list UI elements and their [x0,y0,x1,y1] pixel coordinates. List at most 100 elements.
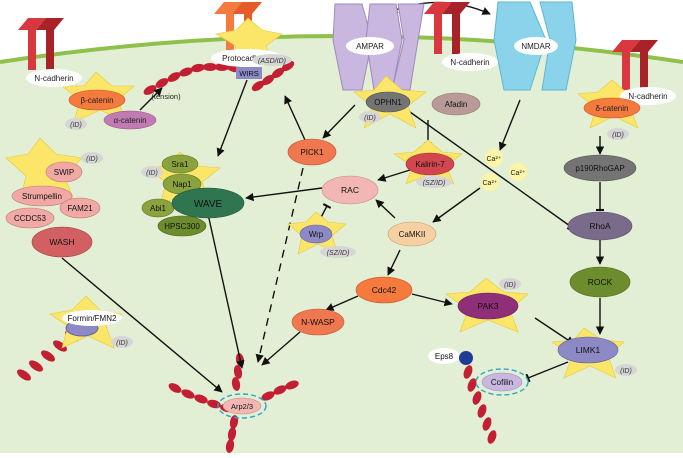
pak3-node [457,292,519,320]
ccdc53-node [5,207,55,229]
protocadherin-label: Protocadherin [222,54,272,63]
ncadherin-left-label: N-cadherin [34,74,73,83]
wave-node [171,187,245,219]
pick1-node [287,138,337,166]
eps8-cap [459,351,473,365]
svg-text:(ID): (ID) [116,340,128,347]
svg-text:(ID): (ID) [620,368,632,375]
wave-label: WAVE [194,199,223,210]
svg-text:(ID): (ID) [86,156,98,163]
svg-text:(ASD/ID): (ASD/ID) [258,58,286,65]
limk1-node [557,336,619,364]
arp23-node [222,397,262,415]
actin-filaments [17,60,497,453]
swip-label: SWIP [54,168,74,177]
rhoa-label: RhoA [589,221,611,231]
n-wasp-node [291,308,345,336]
delta-catenin-label: δ-catenin [596,104,629,113]
formin-label: Formin/FMN2 [68,314,117,323]
rac-label: RAC [341,185,359,195]
strumpellin-label: Strumpellin [22,192,62,201]
id-badges: (ID) (ASD/ID) (ID) (ID) (ID) (ID) (SZ/ID… [65,54,637,376]
arrow-pick1-arp-dashed [255,167,304,363]
nmdar-label-bg [514,37,558,55]
arrow-pick1-protocadherin [284,95,306,141]
eps8-label: Eps8 [435,352,454,361]
kalirin7-label: Kalirin-7 [415,160,445,169]
arrow-camkii-cdc42 [387,249,401,276]
arrow-ophn1-rhoa-inhibit [409,111,574,231]
rock-node [569,266,631,298]
svg-text:(SZ/ID): (SZ/ID) [423,180,446,187]
alpha-catenin-node [103,110,157,130]
calcium-ions: Ca²⁺ Ca²⁺ Ca²⁺ [481,149,527,191]
arrow-kalirin-rac [377,169,411,182]
svg-text:(ID): (ID) [504,282,516,289]
wrp-node [299,224,333,244]
limk1-label: LIMK1 [576,345,601,355]
wash-label: WASH [49,237,74,247]
svg-text:Ca²⁺: Ca²⁺ [511,170,526,177]
rhoa-node [567,211,633,241]
abi1-label: Abi1 [150,204,167,213]
arp23-label: Arp2/3 [231,402,253,411]
arp23-dashed-ring [217,393,267,419]
ophn1-label: OPHN1 [374,98,402,107]
nap1-label: Nap1 [172,180,192,189]
p190rhogap-label: p190RhoGAP [575,164,624,173]
arrow-wash-arp [61,257,223,393]
ncadherin-left [18,18,64,70]
strumpellin-node [11,185,73,207]
svg-text:(ID): (ID) [146,170,158,177]
wirs-label: WIRS [239,69,259,78]
camkii-node [387,221,437,247]
beta-catenin-node [68,89,126,111]
sra1-node [161,154,199,174]
hpsc300-node [157,215,207,237]
cofilin-label: Cofilin [491,378,513,387]
svg-text:(ID): (ID) [364,115,376,122]
cdc42-label: Cdc42 [372,285,397,295]
arrow-nwasp-arp [261,331,301,366]
arrow-nmdar-ca [498,99,521,151]
cofilin-node [481,372,523,392]
ampar-label: AMPAR [356,42,384,51]
actin-filament-arp-right [261,380,299,401]
delta-catenin-node [583,97,641,119]
ncadherin-middle [424,2,470,54]
ophn1-node [365,91,411,113]
arrow-ophn1-pick1 [322,104,356,139]
arrow-ca-camkii [432,187,481,223]
alpha-catenin-label: α-catenin [113,116,146,125]
ncadherin-middle-label-bg [442,53,498,71]
sra1-label: Sra1 [172,160,189,169]
arrow-cdc42-pak3 [411,293,453,307]
rock-label: ROCK [588,277,613,287]
actin-filament-arp-vertical [225,353,245,453]
svg-text:(SZ/ID): (SZ/ID) [327,250,350,257]
arrow-cdc42-nwasp [325,295,359,311]
ncadherin-right-label-bg [620,87,676,105]
svg-text:Ca²⁺: Ca²⁺ [487,156,502,163]
arrow-protocadherin-wave [216,79,248,157]
eps8-label-bg [428,348,460,364]
afadin-node [431,92,481,116]
swip-node [45,161,83,183]
svg-text:(ID): (ID) [612,132,624,139]
wirs-box [236,67,262,79]
n-wasp-label: N-WASP [301,317,335,327]
hpsc300-label: HPSC300 [164,222,200,231]
arrow-camkii-rac [375,199,396,219]
ccdc53-label: CCDC53 [14,214,47,223]
svg-text:(ID): (ID) [70,122,82,129]
pick1-label: PICK1 [300,148,324,157]
ampar-label-bg [346,37,394,55]
afadin-label: Afadin [445,100,468,109]
rac-node [321,175,379,205]
arrow-limk1-cofilin-inhibit [525,361,569,383]
beta-catenin-label: β-catenin [80,96,113,105]
pak3-label: PAK3 [477,301,498,311]
wash-node [31,226,93,258]
cdc42-node [355,276,413,304]
